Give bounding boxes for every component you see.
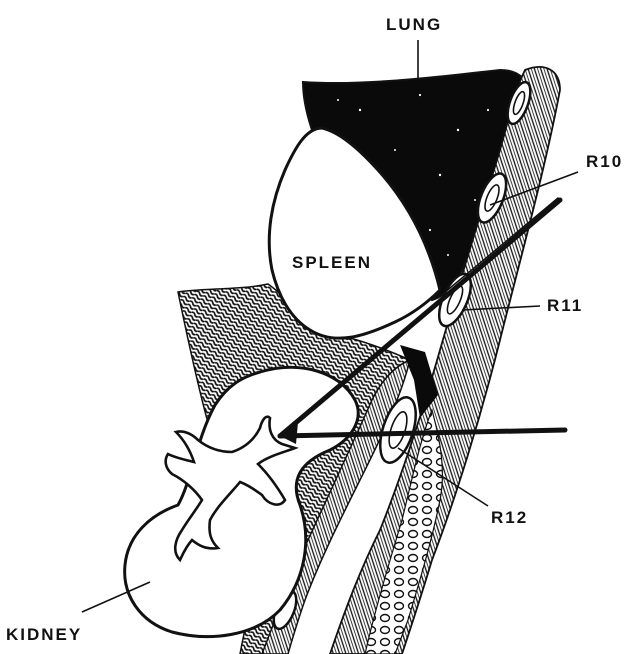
kidney-label: KIDNEY xyxy=(6,625,82,644)
r11-label: R11 xyxy=(547,296,583,315)
lung-label: LUNG xyxy=(386,15,442,34)
r12-label: R12 xyxy=(491,508,528,527)
spleen-label: SPLEEN xyxy=(292,253,372,272)
r10-label: R10 xyxy=(586,152,623,171)
